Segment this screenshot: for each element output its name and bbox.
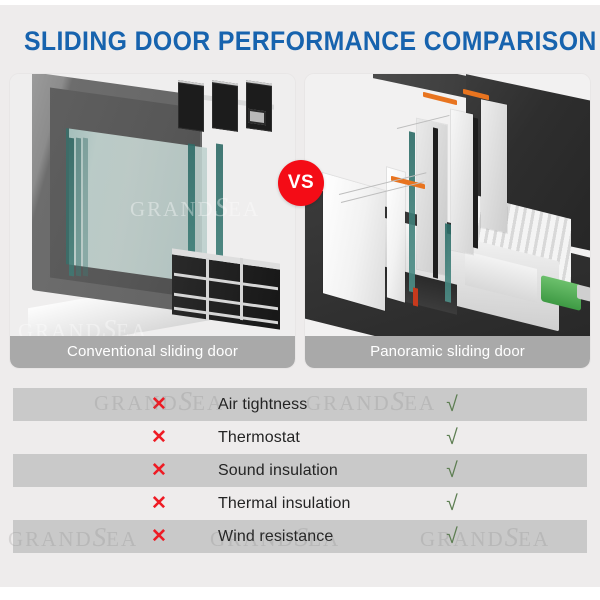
- panoramic-door-illustration: [305, 74, 590, 336]
- glass-edge: [83, 137, 88, 277]
- bottom-strip: [0, 587, 600, 600]
- table-row: ✕ Air tightness √: [13, 388, 587, 421]
- profile-dark-stripe: [473, 117, 478, 249]
- feature-label: Air tightness: [218, 396, 308, 413]
- panel-conventional[interactable]: GRANDSEA GRANDSEA Conventional sliding d…: [10, 74, 295, 368]
- cross-icon: ✕: [151, 427, 167, 448]
- caption-conventional: Conventional sliding door: [10, 336, 295, 368]
- door-leaf-panel: [417, 118, 447, 276]
- sill-divider: [206, 257, 209, 321]
- conventional-door-illustration: [10, 74, 295, 336]
- comparison-panels: GRANDSEA GRANDSEA Conventional sliding d…: [10, 74, 590, 368]
- door-leaf-panel: [451, 109, 473, 255]
- caption-panoramic: Panoramic sliding door: [305, 336, 590, 368]
- profile-dark-stripe: [433, 127, 438, 279]
- panoramic-door-image: GRANDSEA GRANDSEA: [305, 74, 590, 336]
- conventional-door-image: GRANDSEA GRANDSEA: [10, 74, 295, 336]
- table-row: ✕ Sound insulation √: [13, 454, 587, 487]
- sill-divider: [240, 257, 243, 321]
- glass-pane-section: [445, 223, 451, 303]
- door-leaf-panel: [481, 99, 507, 233]
- table-row: ✕ Wind resistance √: [13, 520, 587, 553]
- glass-edge: [69, 137, 74, 277]
- feature-label: Thermostat: [218, 429, 300, 446]
- cross-icon: ✕: [151, 526, 167, 547]
- vs-badge: VS: [278, 160, 324, 206]
- cross-icon: ✕: [151, 493, 167, 514]
- cross-icon: ✕: [151, 460, 167, 481]
- glass-edge: [76, 137, 81, 277]
- seal-accent: [413, 287, 418, 307]
- check-icon: √: [446, 525, 458, 548]
- feature-comparison-table: ✕ Air tightness √ ✕ Thermostat √ ✕ Sound…: [13, 388, 587, 553]
- top-profile-section: [212, 80, 238, 132]
- check-icon: √: [446, 492, 458, 515]
- table-row: ✕ Thermostat √: [13, 421, 587, 454]
- feature-label: Wind resistance: [218, 528, 334, 545]
- check-icon: √: [446, 393, 458, 416]
- check-icon: √: [446, 459, 458, 482]
- feature-label: Sound insulation: [218, 462, 338, 479]
- page-title: SLIDING DOOR PERFORMANCE COMPARISON: [24, 26, 597, 56]
- cross-icon: ✕: [151, 394, 167, 415]
- panel-panoramic[interactable]: GRANDSEA GRANDSEA Panoramic sliding door: [305, 74, 590, 368]
- top-profile-section: [178, 80, 204, 132]
- glass-pane-section: [409, 131, 415, 293]
- feature-label: Thermal insulation: [218, 495, 351, 512]
- table-row: ✕ Thermal insulation √: [13, 487, 587, 520]
- lock-detail-icon: [248, 108, 266, 126]
- check-icon: √: [446, 426, 458, 449]
